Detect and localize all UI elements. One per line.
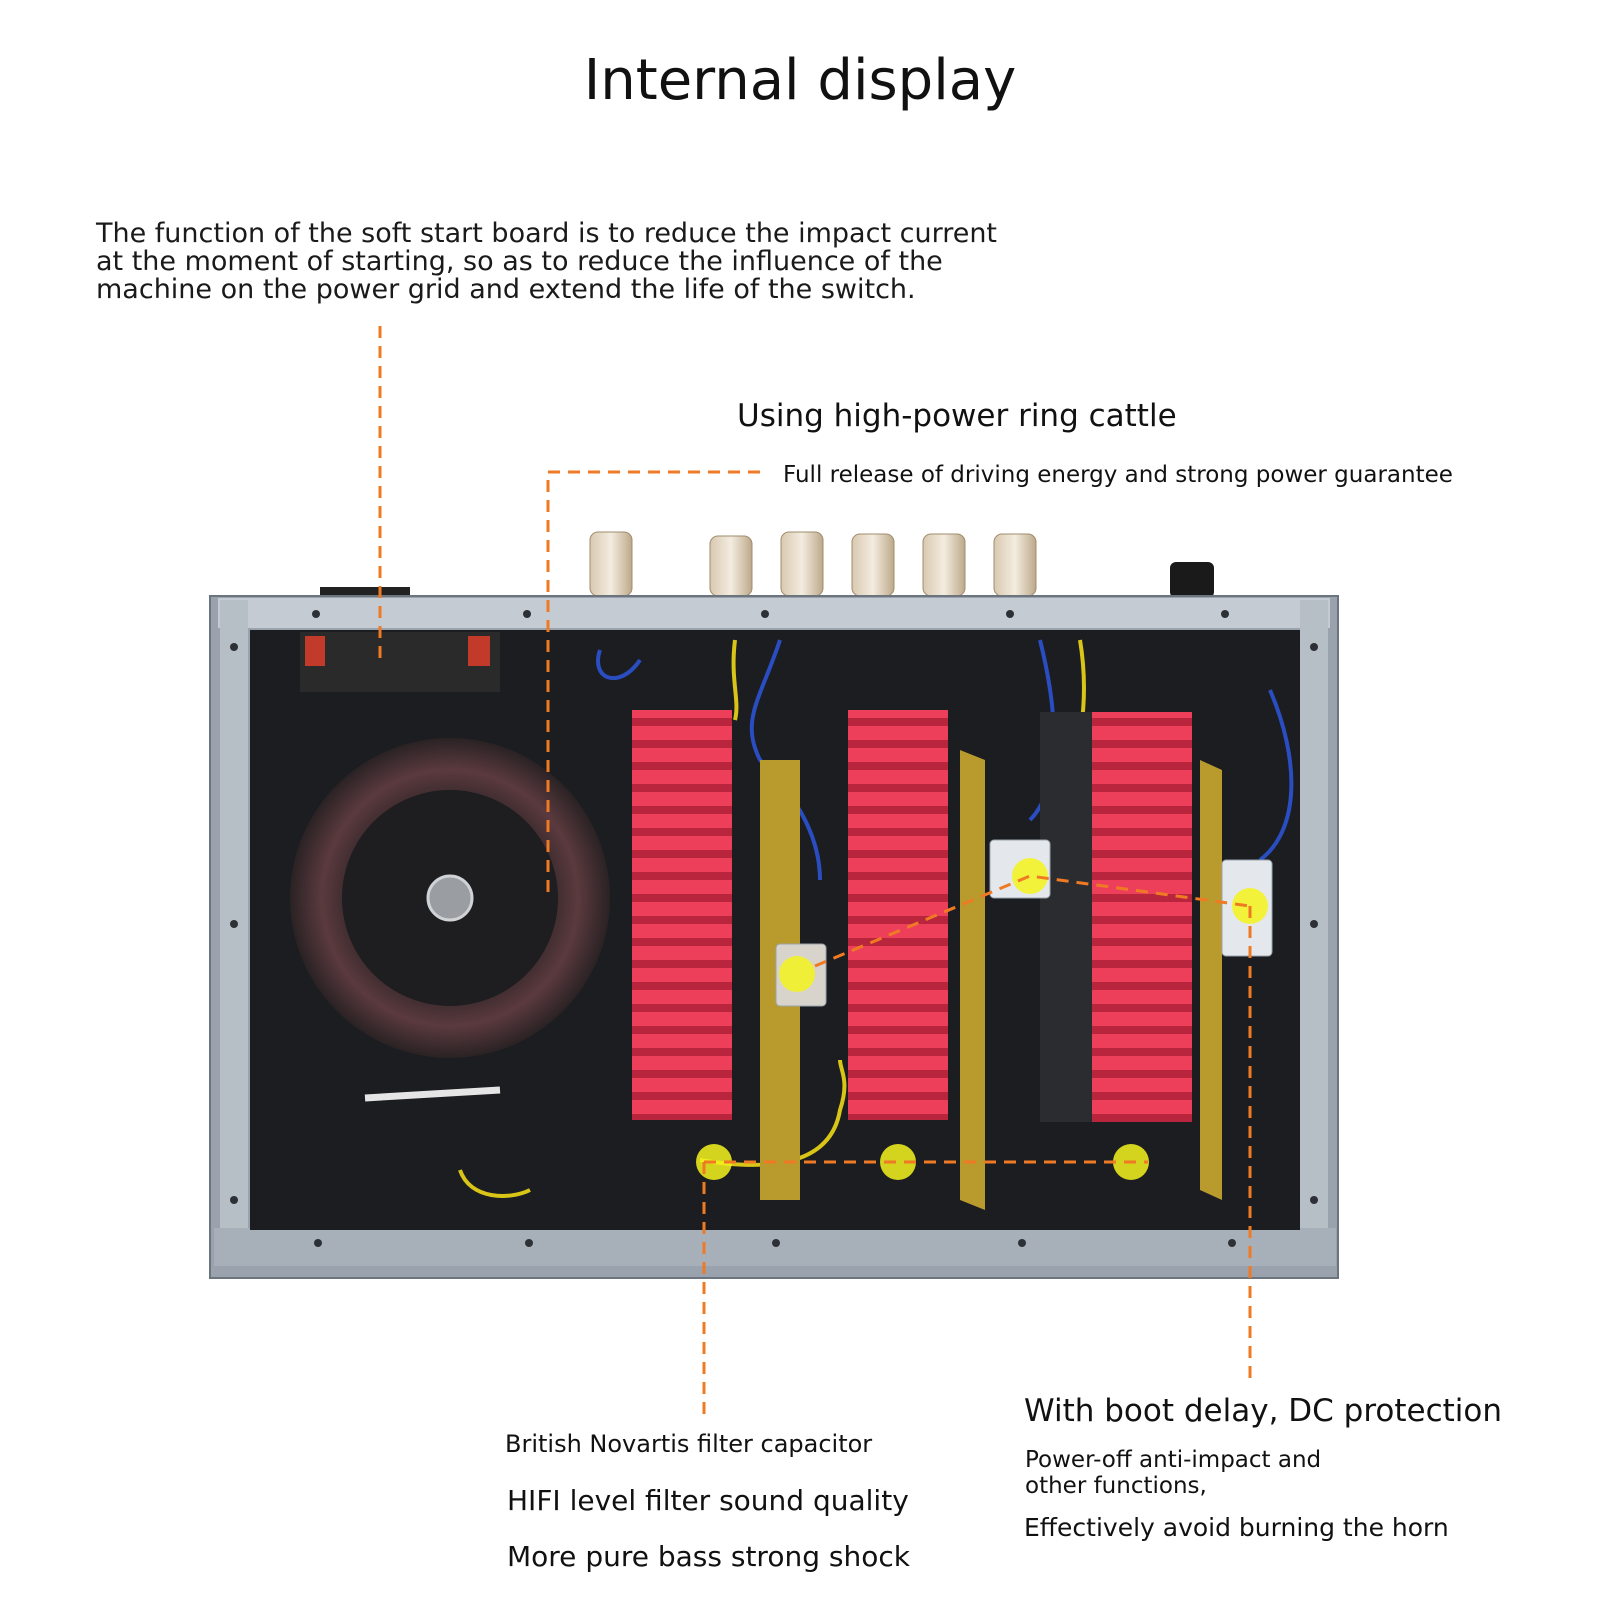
relay-connector [814,874,1251,968]
soft-start-line: at the moment of starting, so as to redu… [96,246,943,277]
capacitor-line: HIFI level filter sound quality [507,1484,909,1517]
soft-start-line: machine on the power grid and extend the… [96,274,916,305]
soft-start-description: The function of the soft start board is … [96,220,997,304]
protection-line: other functions, [1025,1473,1207,1499]
page-title: Internal display [583,48,1017,113]
ring-cattle-heading: Using high-power ring cattle [737,398,1177,434]
ring-cattle-callout [546,470,768,892]
protection-description: Power-off anti-impact and other function… [1025,1447,1321,1499]
highlight-marker [779,956,815,992]
protection-line: Power-off anti-impact and [1025,1447,1322,1473]
callout-lines [378,326,1252,1420]
heatsinks [632,710,1192,1122]
ring-cattle-subtext: Full release of driving energy and stron… [783,462,1453,488]
highlight-marker [1012,858,1048,894]
capacitor-heading: British Novartis filter capacitor [505,1430,873,1458]
toroidal-transformer [290,738,610,1058]
soft-start-board [300,632,500,692]
binding-posts [320,531,1214,599]
protection-heading: With boot delay, DC protection [1024,1393,1503,1429]
soft-start-line: The function of the soft start board is … [96,218,998,249]
highlight-marker [880,1144,916,1180]
protection-line: Effectively avoid burning the horn [1024,1513,1449,1542]
capacitor-line: More pure bass strong shock [507,1540,910,1573]
